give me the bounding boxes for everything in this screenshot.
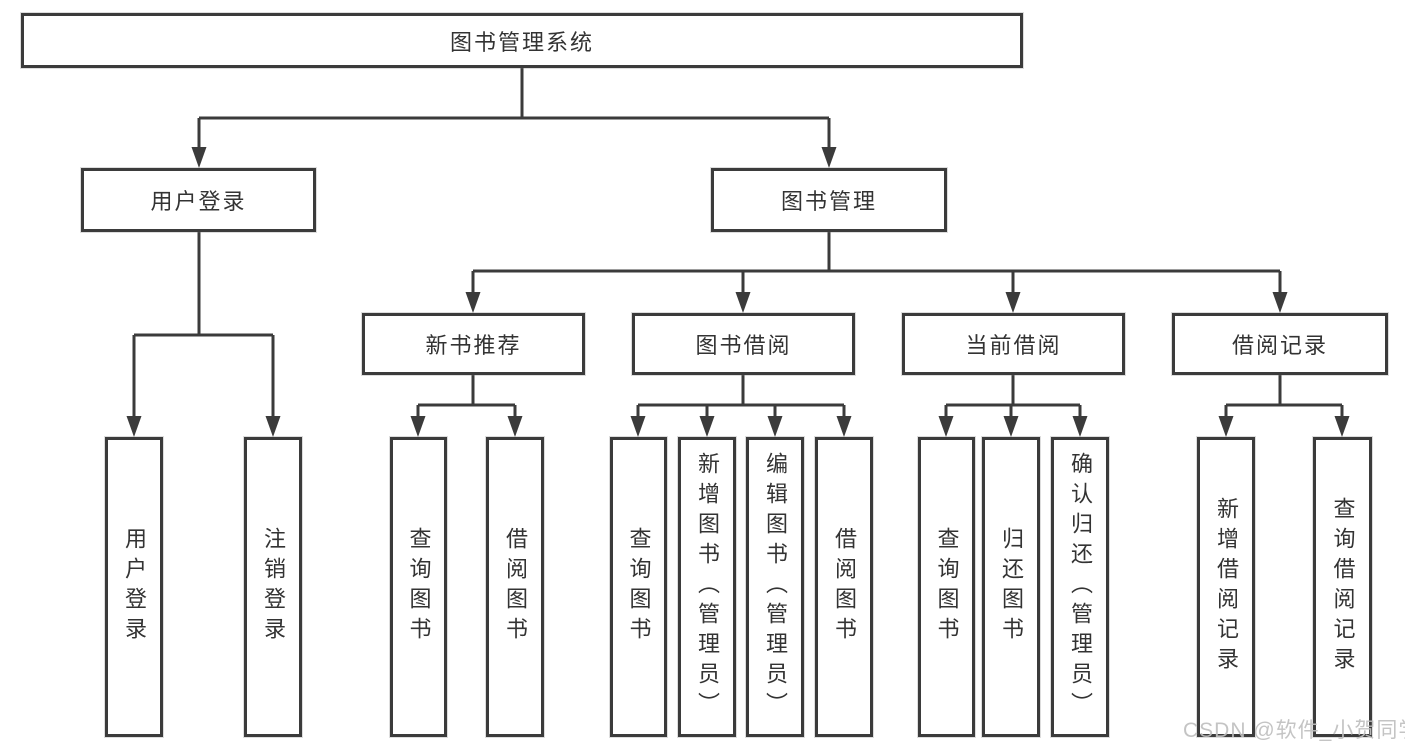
leaf-borrow-borrow-books: 借阅图书: [815, 437, 873, 737]
leaf-borrow-query-books: 查询图书: [610, 437, 667, 737]
node-borrow-records: 借阅记录: [1172, 313, 1388, 375]
watermark: CSDN @软件_小贺同学: [1183, 719, 1405, 742]
leaf-recommend-borrow-books: 借阅图书: [486, 437, 544, 737]
leaf-logout: 注销登录: [244, 437, 302, 737]
leaf-borrow-add-books-admin: 新增图书（管理员）: [678, 437, 736, 737]
node-current-borrow: 当前借阅: [902, 313, 1125, 375]
leaf-user-login: 用户登录: [105, 437, 163, 737]
leaf-borrow-edit-books-admin: 编辑图书（管理员）: [746, 437, 804, 737]
node-book-management: 图书管理: [711, 168, 947, 232]
node-new-book-recommend: 新书推荐: [362, 313, 585, 375]
leaf-records-add-record: 新增借阅记录: [1197, 437, 1255, 737]
leaf-current-confirm-return-admin: 确认归还（管理员）: [1051, 437, 1109, 737]
node-book-borrow: 图书借阅: [632, 313, 855, 375]
leaf-current-return-books: 归还图书: [982, 437, 1040, 737]
arrowheads: [126, 147, 1350, 437]
node-root: 图书管理系统: [21, 13, 1023, 68]
leaf-records-query-record: 查询借阅记录: [1313, 437, 1372, 737]
leaf-recommend-query-books: 查询图书: [390, 437, 447, 737]
node-user-login: 用户登录: [81, 168, 316, 232]
leaf-current-query-books: 查询图书: [918, 437, 975, 737]
